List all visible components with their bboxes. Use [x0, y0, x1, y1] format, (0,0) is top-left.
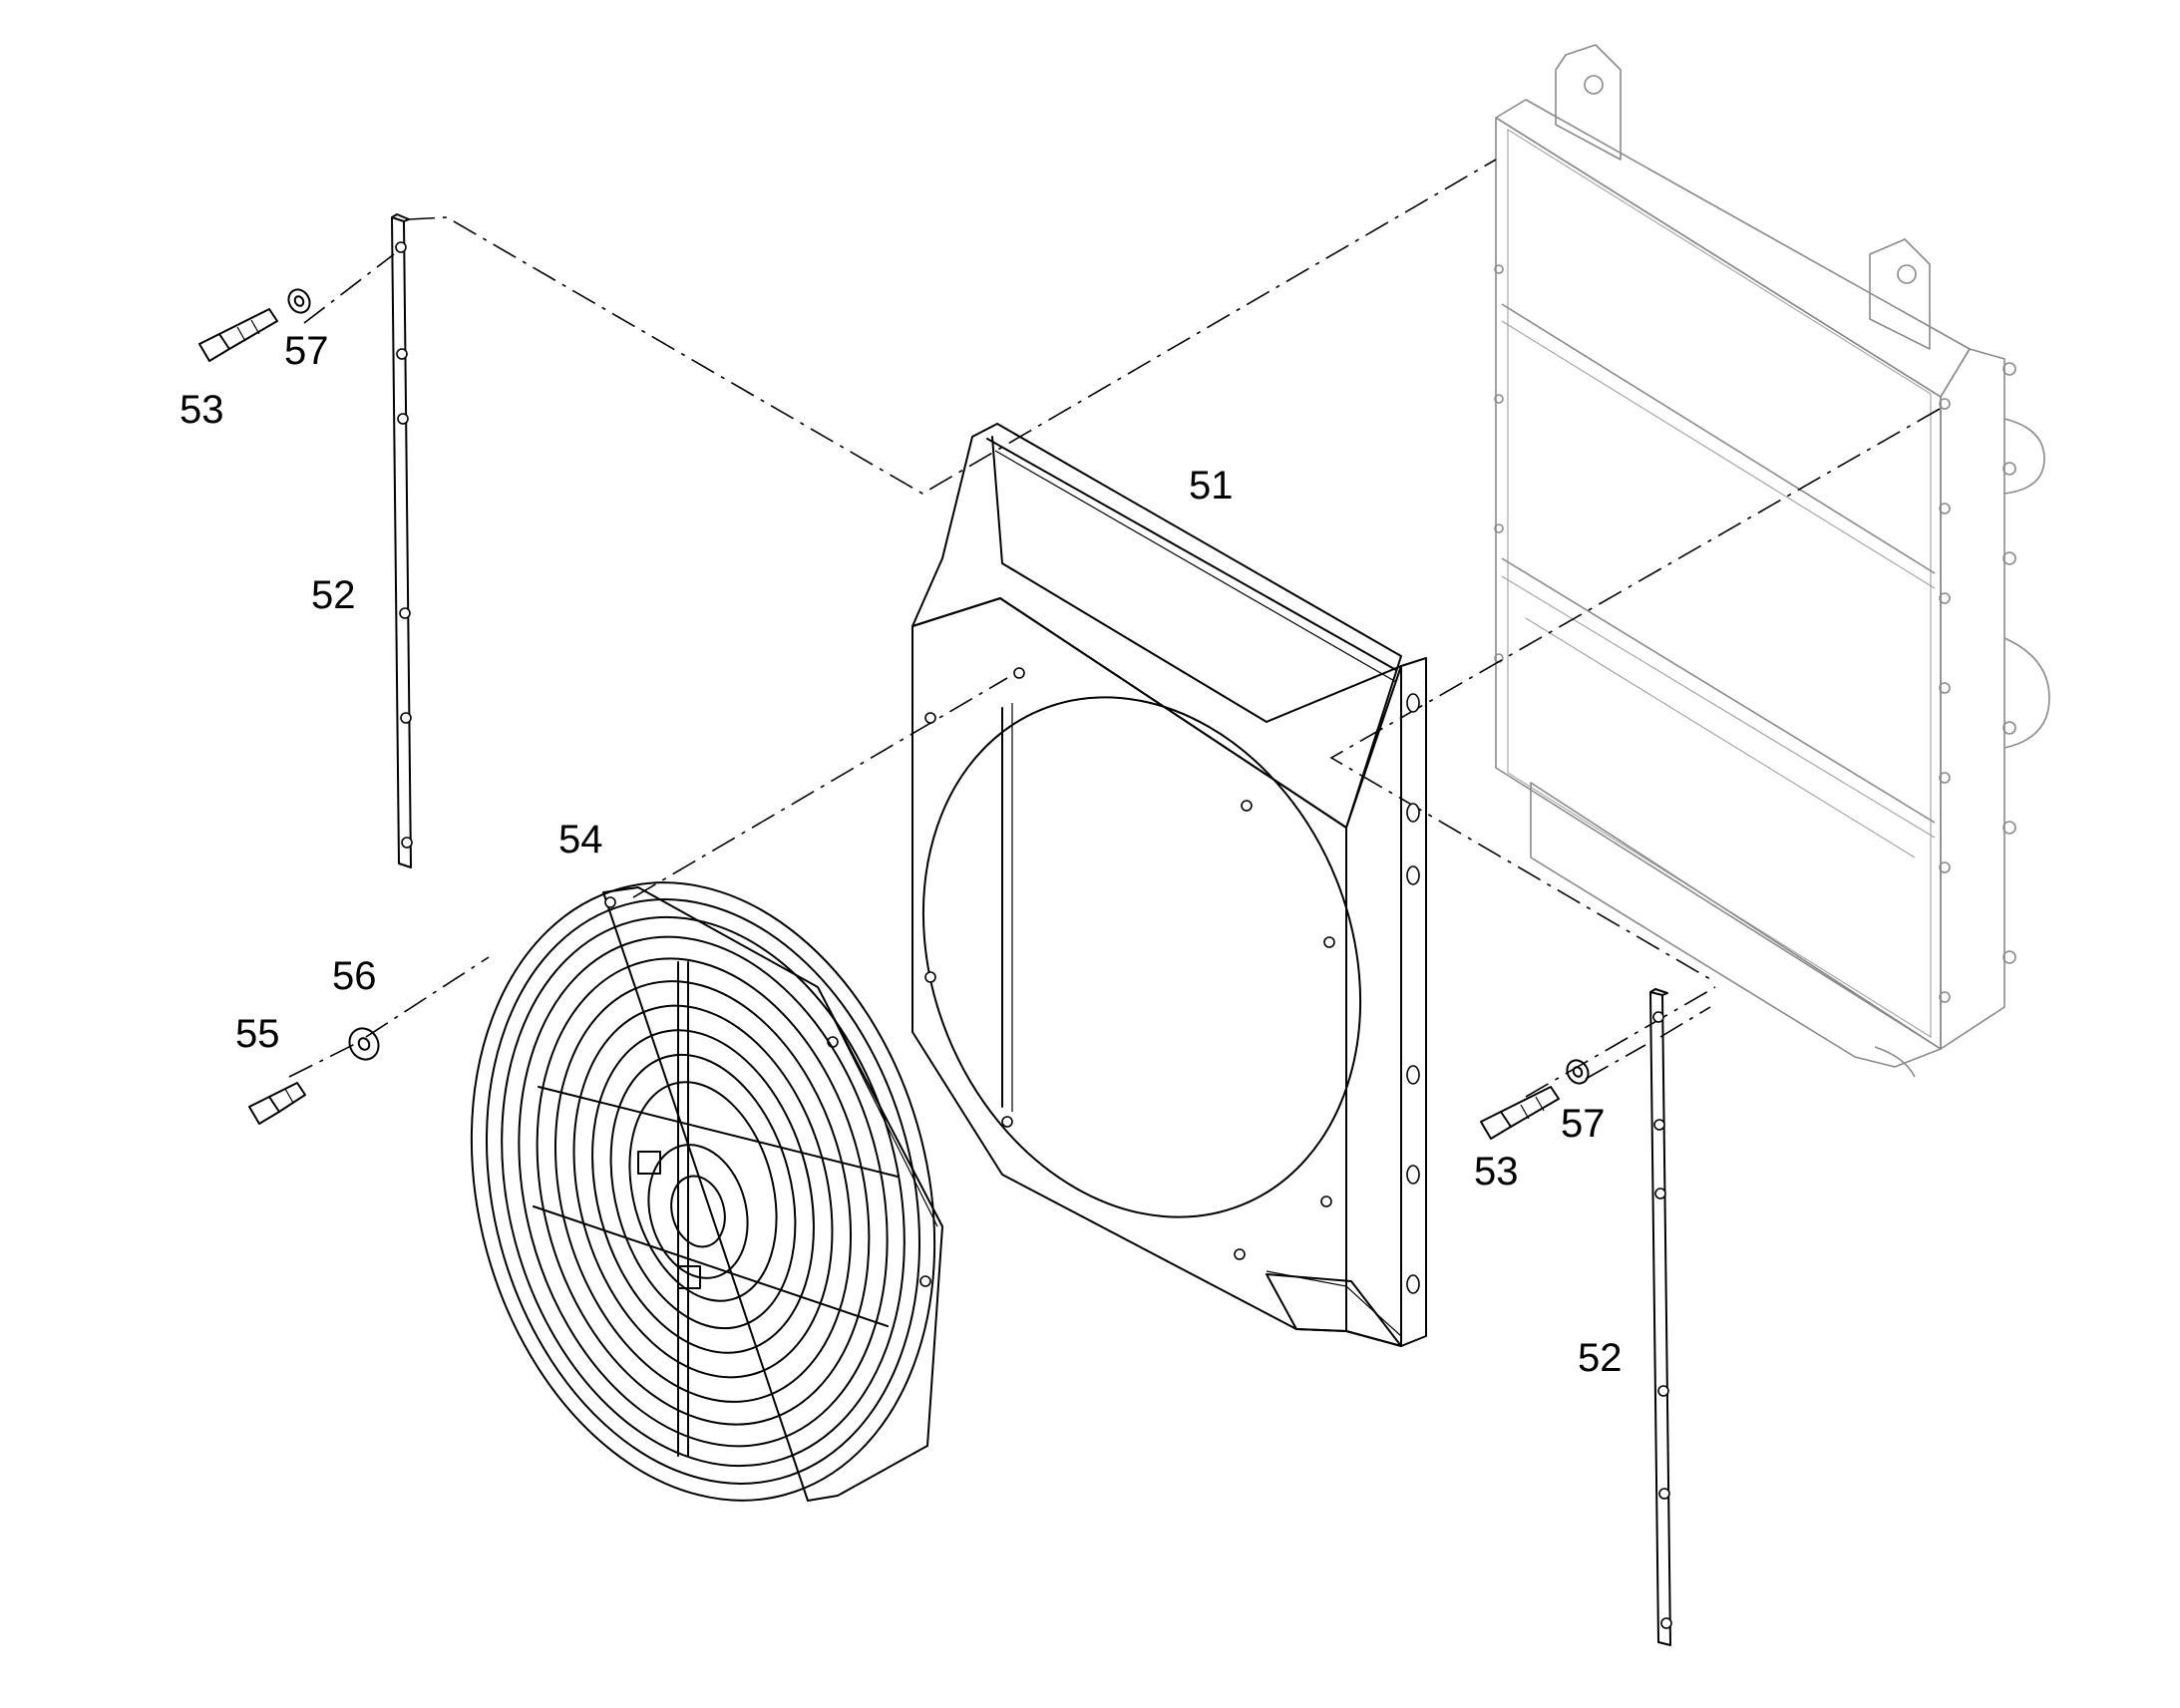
fan-guard-assembly [470, 881, 943, 1502]
mounting-strip-right [1649, 988, 1672, 1646]
washer-right [1566, 1059, 1590, 1085]
washer-left [287, 288, 311, 314]
label-bolt-left: 53 [180, 388, 224, 432]
label-washer-left: 57 [284, 329, 329, 373]
radiator [1494, 44, 2050, 1078]
label-fan: 54 [558, 818, 603, 861]
shroud-mount-holes [924, 667, 1335, 1260]
assembly-lines [288, 159, 1941, 1098]
label-bolt-right: 53 [1474, 1150, 1519, 1194]
label-fan-bolt: 55 [235, 1012, 280, 1056]
fan-shroud [911, 423, 1427, 1347]
label-strip-right: 52 [1578, 1336, 1623, 1380]
label-fan-washer: 56 [332, 954, 377, 998]
bolt-left [198, 308, 278, 362]
radiator-bolts [1494, 264, 2016, 1003]
bolt-right [1480, 1086, 1560, 1140]
label-strip-left: 52 [311, 573, 356, 617]
mounting-strip-left [391, 213, 413, 868]
fan-guard-rings [470, 881, 936, 1502]
fan-bolt [248, 1082, 306, 1125]
flange-holes [1406, 693, 1420, 1294]
label-shroud: 51 [1189, 464, 1234, 508]
label-washer-right: 57 [1561, 1102, 1606, 1146]
fan-washer [348, 1027, 380, 1061]
